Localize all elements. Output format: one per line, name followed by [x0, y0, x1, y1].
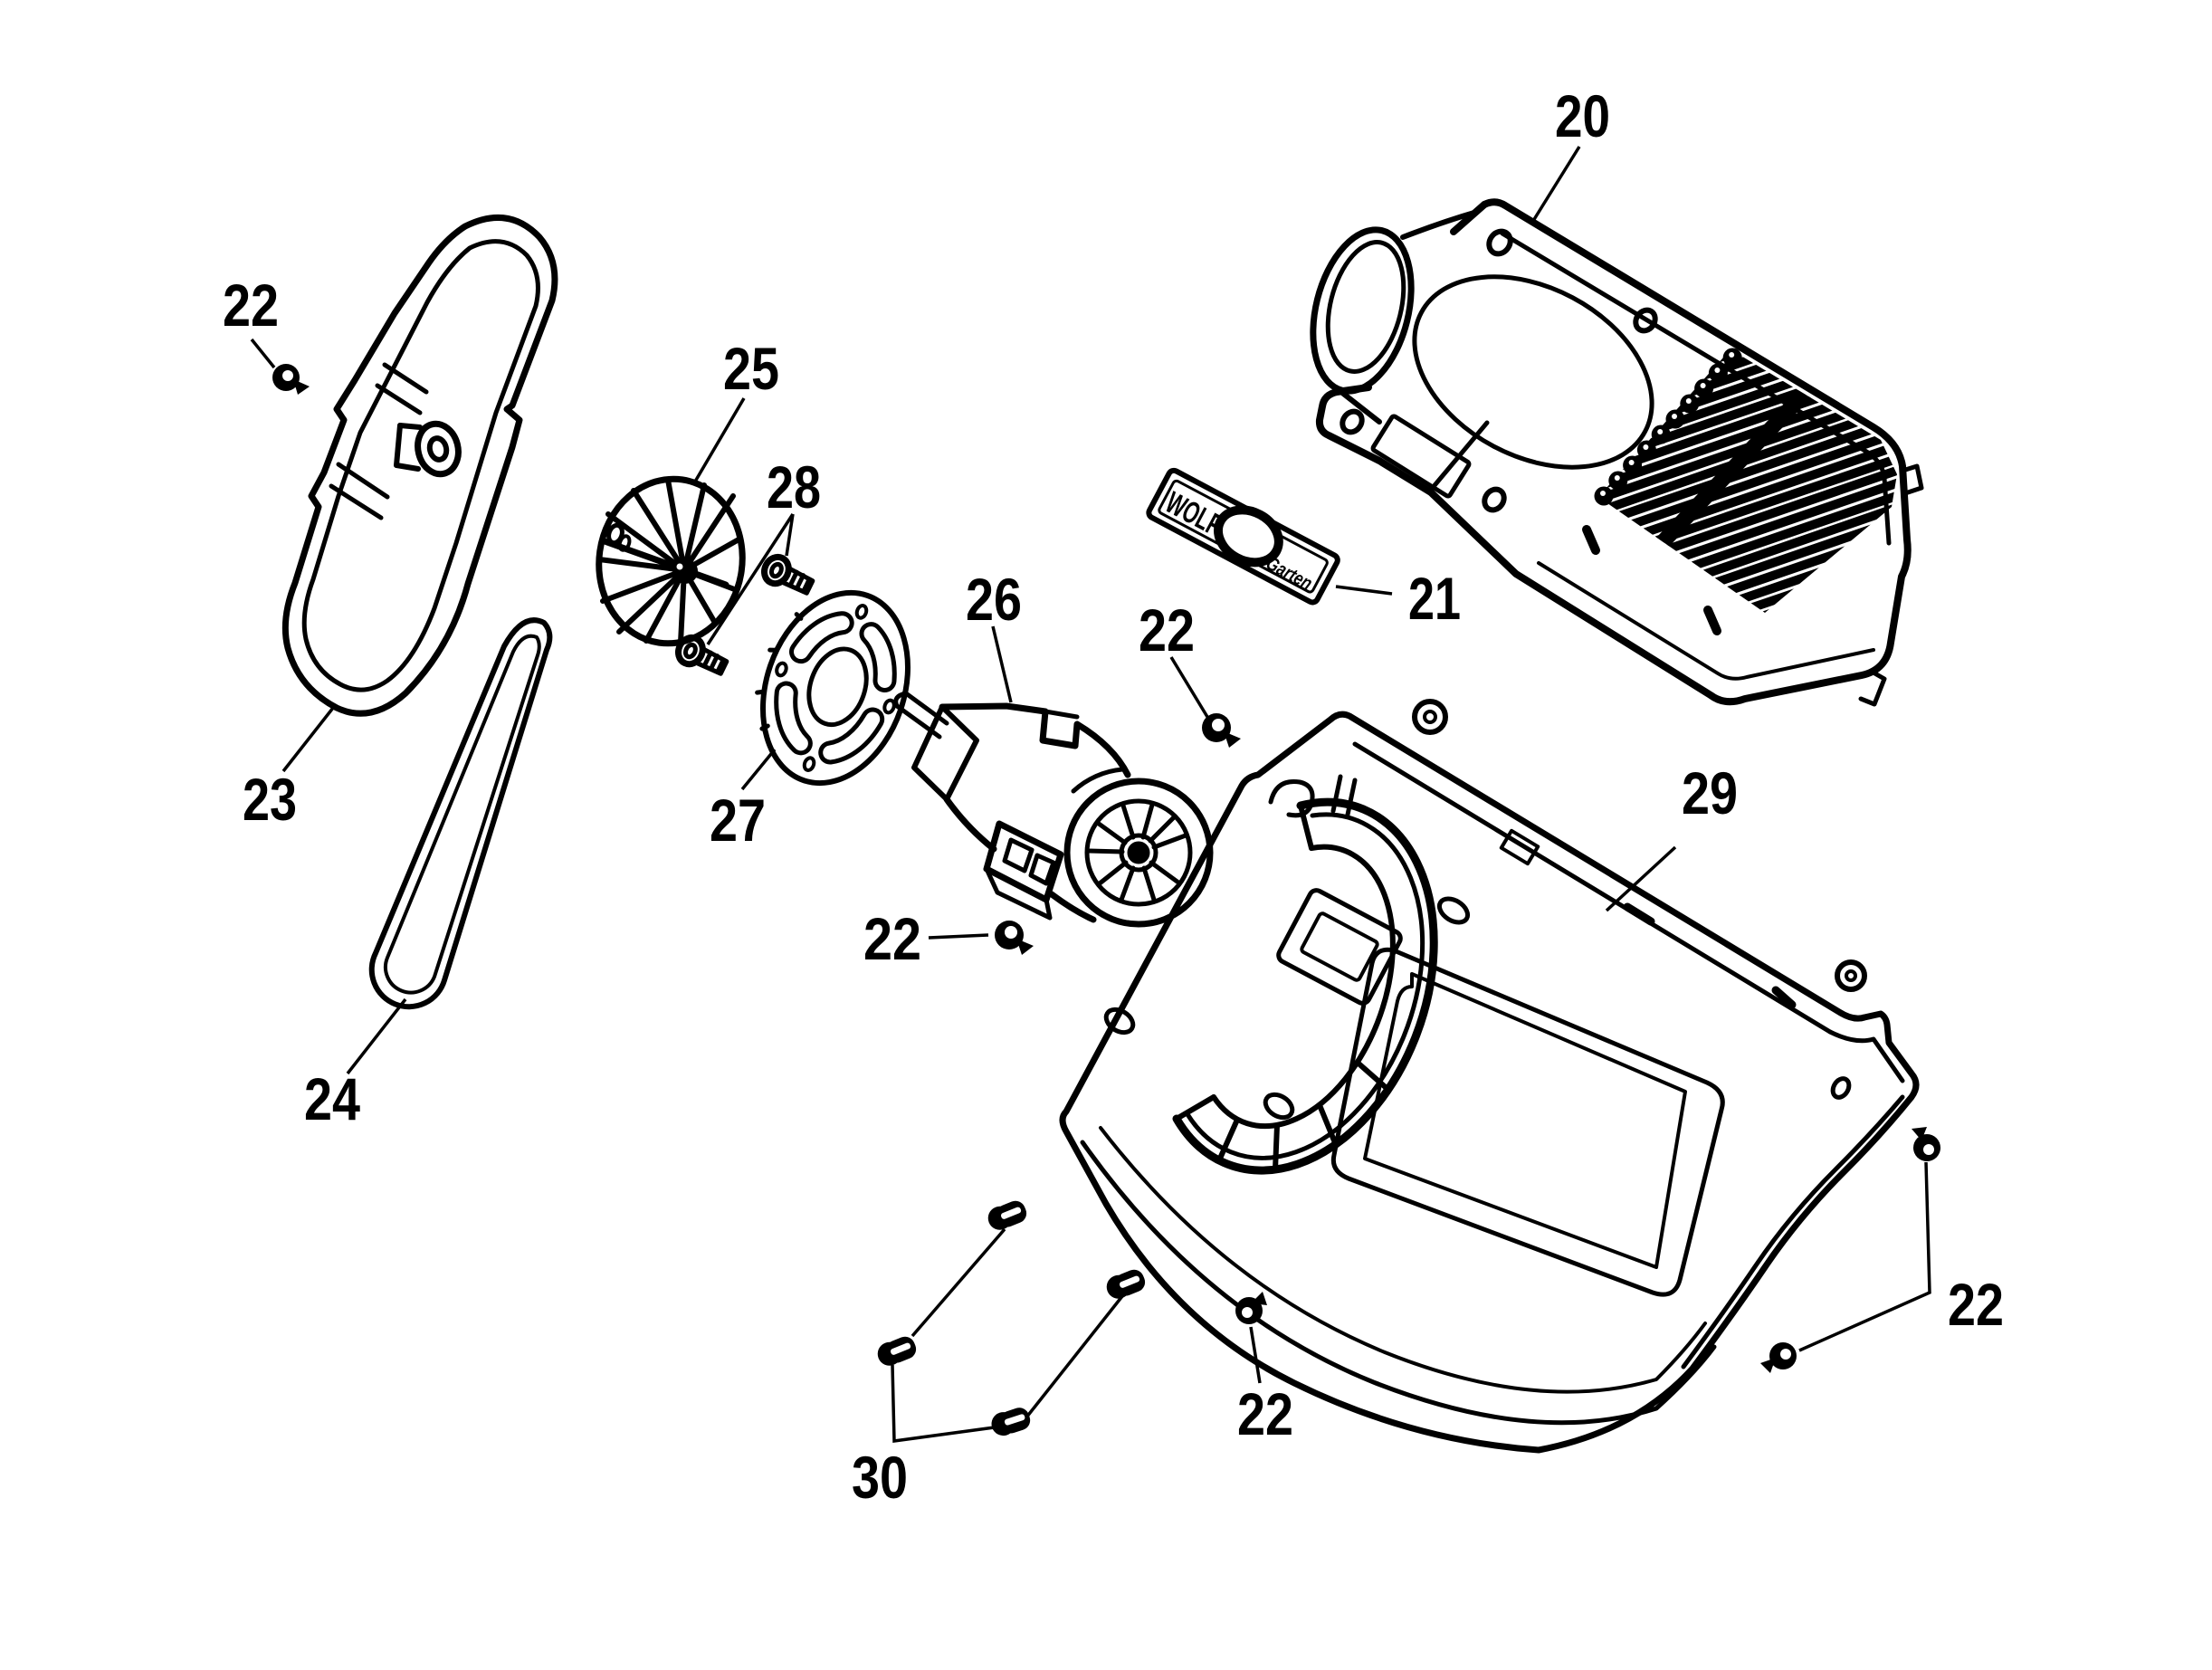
svg-text:25: 25 [723, 335, 779, 402]
svg-text:27: 27 [710, 787, 766, 854]
svg-text:22: 22 [1948, 1271, 2004, 1338]
svg-text:29: 29 [1682, 759, 1738, 826]
svg-text:22: 22 [863, 905, 921, 972]
svg-text:22: 22 [1237, 1380, 1293, 1447]
svg-text:20: 20 [1555, 82, 1610, 149]
svg-text:23: 23 [243, 766, 297, 833]
svg-text:30: 30 [852, 1444, 908, 1511]
svg-text:21: 21 [1408, 565, 1461, 632]
svg-text:22: 22 [223, 272, 279, 339]
svg-text:28: 28 [767, 453, 821, 520]
svg-text:24: 24 [304, 1065, 360, 1132]
svg-text:26: 26 [966, 566, 1022, 633]
svg-text:22: 22 [1139, 596, 1195, 663]
